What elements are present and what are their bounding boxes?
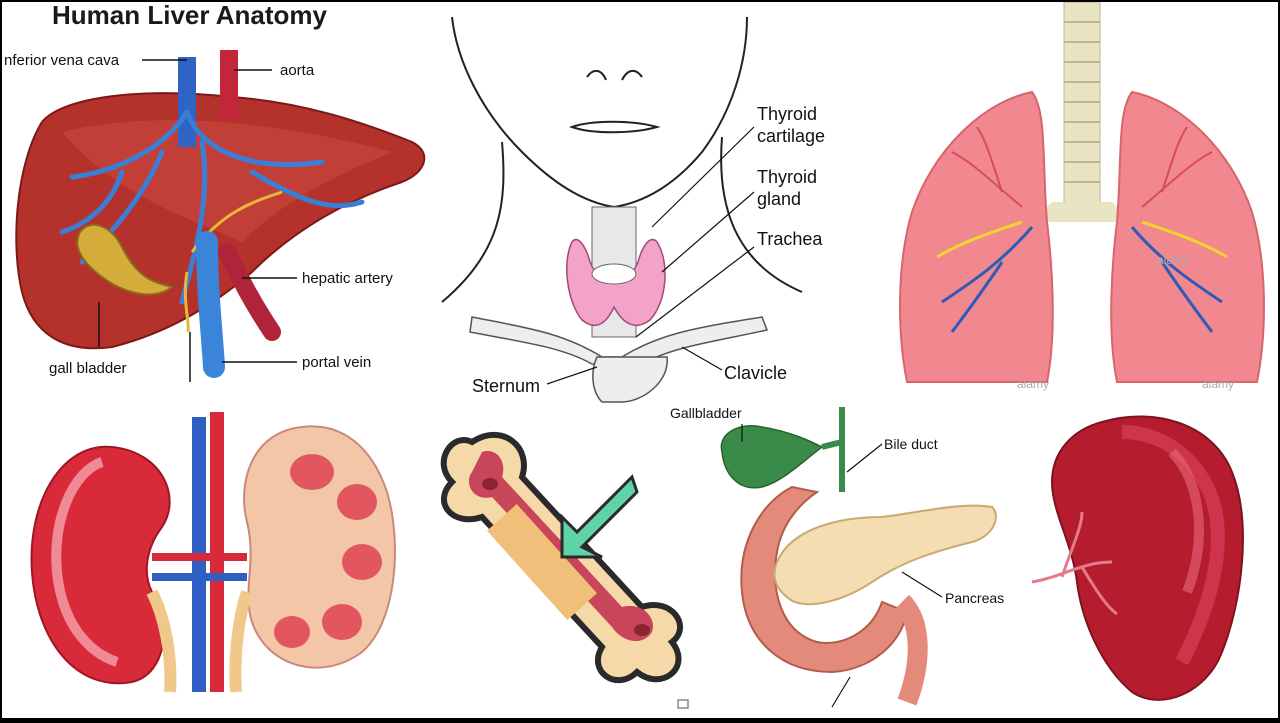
arrow-icon xyxy=(560,474,639,559)
liver-title: Human Liver Anatomy xyxy=(52,2,328,30)
right-ureter xyxy=(229,590,253,693)
label-ivc: nferior vena cava xyxy=(4,52,120,69)
label-thyroid-cartilage-1: Thyroid xyxy=(757,104,817,124)
bronchi-blue xyxy=(941,226,1223,333)
lung-watermark-3: alamy xyxy=(1202,377,1234,391)
hepatic-artery-vessel xyxy=(218,243,281,341)
portal-vein-vessel xyxy=(196,231,225,378)
label-pancreas: Pancreas xyxy=(945,590,1004,606)
clavicle-shape xyxy=(469,316,769,365)
spleen-panel xyxy=(1031,415,1244,701)
label-gall-bladder: gall bladder xyxy=(49,360,127,377)
label-aorta: aorta xyxy=(280,62,315,79)
thyroid-panel: Thyroid cartilage Thyroid gland Trachea … xyxy=(441,16,825,403)
label-clavicle: Clavicle xyxy=(724,363,787,383)
gall-bladder-shape xyxy=(76,223,175,296)
liver-leader-lines xyxy=(98,59,297,382)
pancreas-leader-lines xyxy=(741,424,943,708)
thyroid-leader-lines xyxy=(546,126,755,385)
aorta-vessel xyxy=(220,50,238,120)
label-thyroid-cartilage-2: cartilage xyxy=(757,126,825,146)
aorta-kidney-vessel xyxy=(210,412,224,692)
gallbladder-shape xyxy=(720,425,824,489)
lung-watermark-2: alamy xyxy=(1157,253,1189,267)
bone-panel xyxy=(440,431,683,684)
kidney-panel xyxy=(30,412,396,693)
left-ureter xyxy=(146,589,177,693)
liver-panel: Human Liver Anatomy xyxy=(4,0,426,382)
lung-arteries xyxy=(951,126,1213,208)
pancreas-panel: Gallbladder Bile duct Pancreas xyxy=(670,405,1004,708)
trachea-rings xyxy=(1063,1,1101,208)
label-gallbladder: Gallbladder xyxy=(670,405,742,421)
label-trachea: Trachea xyxy=(757,229,823,249)
label-thyroid-gland-1: Thyroid xyxy=(757,167,817,187)
ivc-vessel xyxy=(178,57,196,147)
label-bile-duct: Bile duct xyxy=(884,436,938,452)
label-thyroid-gland-2: gland xyxy=(757,189,801,209)
sternum-shape xyxy=(592,356,668,403)
label-sternum: Sternum xyxy=(472,376,540,396)
splenic-vessels xyxy=(1031,511,1118,616)
bronchi-yellow xyxy=(936,220,1228,259)
renal-pyramids xyxy=(274,454,382,648)
lung-watermark-1: alamy xyxy=(1017,377,1049,391)
pancreas-shape xyxy=(773,504,997,606)
label-portal-vein: portal vein xyxy=(302,354,371,371)
lungs-panel: alamy alamy alamy xyxy=(899,1,1265,391)
corner-mark-icon xyxy=(677,699,689,709)
label-hepatic-artery: hepatic artery xyxy=(302,270,393,287)
bile-duct-shape xyxy=(821,438,845,492)
